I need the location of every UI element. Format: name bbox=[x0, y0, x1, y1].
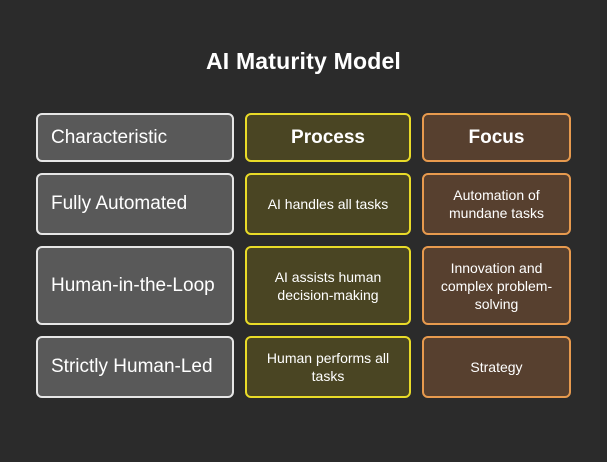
header-characteristic: Characteristic bbox=[36, 113, 234, 162]
characteristic-cell: Fully Automated bbox=[36, 173, 234, 235]
diagram-title: AI Maturity Model bbox=[205, 48, 402, 74]
focus-cell: Automation of mundane tasks bbox=[422, 173, 571, 235]
characteristic-cell: Human-in-the-Loop bbox=[36, 246, 234, 325]
focus-cell: Innovation and complex problem-solving bbox=[422, 246, 571, 325]
header-process: Process bbox=[245, 113, 411, 162]
maturity-table: Characteristic Process Focus Fully Autom… bbox=[36, 113, 571, 398]
focus-cell: Strategy bbox=[422, 336, 571, 398]
process-cell: AI assists human decision-making bbox=[245, 246, 411, 325]
process-cell: AI handles all tasks bbox=[245, 173, 411, 235]
characteristic-cell: Strictly Human-Led bbox=[36, 336, 234, 398]
process-cell: Human performs all tasks bbox=[245, 336, 411, 398]
header-focus: Focus bbox=[422, 113, 571, 162]
